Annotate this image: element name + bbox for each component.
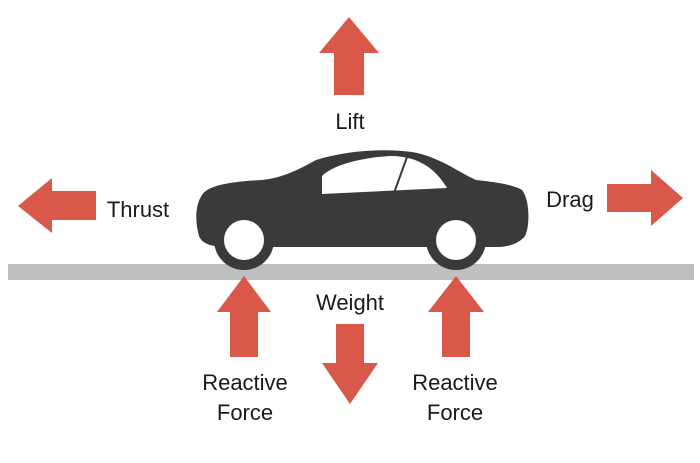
reactive-force-right-line1: Reactive	[412, 370, 498, 395]
window-pillar	[393, 156, 408, 194]
road-line	[8, 264, 694, 280]
front-wheel-hub	[224, 220, 264, 260]
reactive-force-left-arrow-icon	[217, 276, 271, 357]
car-window	[322, 156, 447, 194]
lift-arrow-icon	[319, 17, 379, 95]
reactive-force-right-line2: Force	[426, 400, 484, 425]
rear-wheel-hub	[436, 220, 476, 260]
reactive-force-left-label: Reactive Force	[185, 368, 305, 428]
reactive-force-left-line2: Force	[216, 400, 274, 425]
drag-label: Drag	[546, 187, 594, 212]
thrust-label: Thrust	[106, 197, 170, 222]
weight-label: Weight	[315, 290, 385, 315]
reactive-force-left-line1: Reactive	[202, 370, 288, 395]
car-icon	[196, 150, 529, 270]
reactive-force-right-arrow-icon	[428, 276, 484, 357]
weight-arrow-icon	[322, 324, 378, 404]
lift-label: Lift	[335, 109, 365, 134]
reactive-force-right-label: Reactive Force	[395, 368, 515, 428]
thrust-arrow-icon	[18, 178, 96, 233]
drag-arrow-icon	[607, 170, 683, 226]
